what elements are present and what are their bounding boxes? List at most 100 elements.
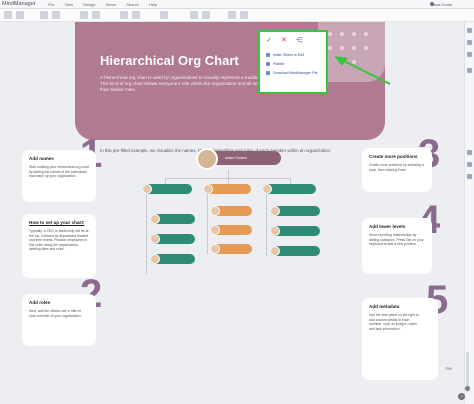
notes-icon[interactable]	[467, 40, 472, 45]
connector	[146, 194, 147, 274]
main-menu: File View Design Share Search Help	[48, 2, 157, 7]
topic-icon[interactable]	[40, 11, 48, 19]
style-icon[interactable]	[202, 11, 210, 19]
avatar	[150, 214, 160, 224]
card-title: Add metadata	[369, 304, 400, 309]
menu-design[interactable]: Design	[83, 1, 96, 7]
card-body: Create more positions by selecting a top…	[369, 163, 424, 172]
org-node[interactable]	[262, 184, 316, 194]
org-node[interactable]	[270, 246, 320, 256]
avatar	[142, 184, 152, 194]
invite-option[interactable]: Invite Others to Edit	[266, 53, 320, 57]
text-icon[interactable]	[228, 11, 236, 19]
comment-icon[interactable]	[467, 174, 472, 179]
org-node[interactable]	[150, 234, 195, 244]
menu-view[interactable]: View	[64, 1, 74, 7]
connector	[290, 178, 291, 184]
image-icon[interactable]	[120, 11, 128, 19]
org-node[interactable]	[150, 214, 195, 224]
tasks-icon[interactable]	[467, 52, 472, 57]
card-lower-levels[interactable]: Add lower levels Show reporting relation…	[362, 218, 432, 274]
banner-title: Hierarchical Org Chart	[100, 53, 239, 68]
user-avatar[interactable]	[430, 2, 434, 6]
card-set-up[interactable]: How to set up your chart: Typically, a C…	[22, 214, 96, 278]
org-node[interactable]	[210, 206, 252, 216]
card-body: Use the side panel on the right to add c…	[369, 313, 419, 331]
org-node[interactable]	[270, 226, 320, 236]
card-new-positions[interactable]: Create more positions Create more positi…	[362, 148, 432, 192]
org-node[interactable]	[270, 206, 320, 216]
undo-icon[interactable]	[4, 11, 12, 19]
root-topic[interactable]	[209, 151, 281, 165]
menu-file[interactable]: File	[48, 1, 55, 7]
org-node[interactable]	[210, 244, 252, 254]
checkmark-icon[interactable]: ✓	[266, 37, 272, 44]
note-icon[interactable]	[132, 11, 140, 19]
org-node[interactable]	[150, 254, 195, 264]
subtopic-icon[interactable]	[52, 11, 60, 19]
card-add-names[interactable]: Add names Start building your hierarchic…	[22, 150, 96, 202]
attachments-icon[interactable]	[467, 68, 472, 73]
app-brand: MindManager	[2, 1, 36, 7]
banner-pattern	[318, 22, 385, 82]
download-option[interactable]: Download MindManager File	[266, 71, 320, 75]
root-name: Adam Horans	[225, 156, 247, 160]
menu-help[interactable]: Help	[148, 1, 158, 7]
card-body: Start building your hierarchical org cha…	[29, 165, 89, 179]
card-title: Create more positions	[369, 154, 418, 159]
user-name[interactable]: Anna Cross	[431, 2, 452, 7]
zoom-level: 70%	[444, 367, 452, 371]
card-title: How to set up your chart:	[29, 220, 85, 225]
root-avatar	[196, 148, 218, 170]
banner-description: A hierarchical org chart is used by orga…	[100, 75, 307, 92]
close-icon[interactable]: ✕	[280, 37, 287, 44]
avatar	[262, 184, 272, 194]
map-canvas[interactable]: Hierarchical Org Chart A hierarchical or…	[0, 22, 464, 404]
card-body: Typically, a CEO or leadership will be a…	[29, 229, 89, 252]
zoom-slider[interactable]	[466, 352, 469, 392]
avatar	[210, 206, 220, 216]
relationship-icon[interactable]	[80, 11, 88, 19]
publish-icon	[266, 62, 270, 66]
avatar	[270, 226, 280, 236]
card-metadata[interactable]: Add metadata Use the side panel on the r…	[362, 298, 438, 380]
redo-icon[interactable]	[16, 11, 24, 19]
avatar	[270, 206, 280, 216]
connector	[228, 170, 229, 178]
org-node[interactable]	[142, 184, 192, 194]
invite-icon	[266, 53, 270, 57]
zoom-handle[interactable]	[465, 386, 470, 391]
avatar	[203, 184, 213, 194]
connector	[165, 178, 290, 179]
org-node[interactable]	[203, 184, 251, 194]
connector	[165, 178, 166, 184]
layout-icon[interactable]	[240, 11, 248, 19]
card-add-roles[interactable]: Add roles Next, add the official role or…	[22, 294, 96, 346]
format-icon[interactable]	[190, 11, 198, 19]
card-title: Add lower levels	[369, 224, 406, 229]
card-title: Add names	[29, 156, 54, 161]
menu-share[interactable]: Share	[105, 1, 117, 7]
card-body: Next, add the official role or title for…	[29, 309, 82, 318]
org-node[interactable]	[210, 225, 252, 235]
filter-icon[interactable]	[160, 11, 168, 19]
menu-search[interactable]: Search	[126, 1, 139, 7]
publish-option[interactable]: Publish	[266, 62, 320, 66]
connector	[266, 194, 267, 256]
help-icon[interactable]: ?	[458, 393, 465, 400]
avatar	[150, 254, 160, 264]
avatar	[270, 246, 280, 256]
connector	[207, 194, 208, 254]
card-title: Add roles	[29, 300, 51, 305]
avatar	[210, 244, 220, 254]
share-icon[interactable]: ⋲	[295, 37, 303, 44]
connector	[228, 178, 229, 184]
boundary-icon[interactable]	[92, 11, 100, 19]
card-body: Show reporting relationships by adding s…	[369, 233, 424, 247]
avatar	[210, 225, 220, 235]
tag-icon[interactable]	[467, 162, 472, 167]
right-rail	[464, 22, 474, 404]
toolbar	[0, 9, 474, 22]
properties-icon[interactable]	[467, 28, 472, 33]
panel-icon[interactable]	[467, 150, 472, 155]
